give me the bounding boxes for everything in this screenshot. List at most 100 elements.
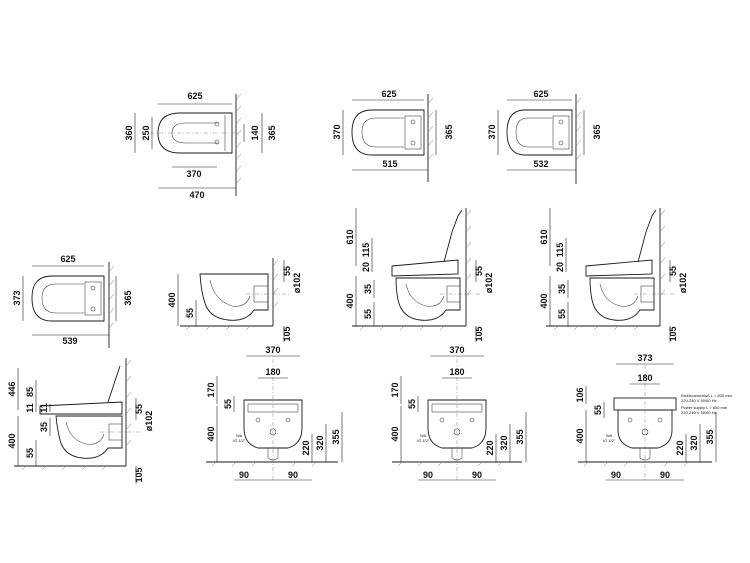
dim-370: 370 (449, 345, 464, 355)
dim-55: 55 (363, 309, 373, 319)
dim-446: 446 (7, 381, 17, 396)
dim-365: 365 (123, 290, 133, 305)
wa-label: WA (420, 433, 427, 438)
dim-90a: 90 (611, 470, 621, 480)
dim-400: 400 (390, 426, 400, 441)
dim-373: 373 (637, 353, 652, 363)
dim-20: 20 (361, 262, 371, 272)
dim-115: 115 (361, 243, 371, 258)
drawing-4-top-view: 625 373 365 539 (12, 254, 133, 348)
drawing-9-front-view: 370 180 170 55 400 WA IG 1/2" 220 320 35… (206, 345, 343, 481)
note-power-en: Power supply L = 800 mm (681, 405, 728, 410)
dim-106: 106 (575, 387, 585, 402)
dim-220: 220 (675, 440, 685, 455)
dim-35: 35 (363, 284, 373, 294)
note-electric-de: Elektroanschluß L = 800 mm (681, 393, 733, 398)
dim-320: 320 (499, 435, 509, 450)
dim-532: 532 (533, 159, 548, 169)
drawing-2-top-view: 625 370 365 515 (332, 89, 454, 182)
dim-55: 55 (407, 399, 417, 409)
wa-label: WA (606, 433, 613, 438)
dim-355: 355 (331, 429, 341, 444)
dim-355: 355 (705, 429, 715, 444)
dim-55b: 55 (134, 404, 144, 414)
dim-400: 400 (345, 293, 355, 308)
dim-55b: 55 (668, 266, 678, 276)
dim-d102: ø102 (292, 273, 302, 294)
dim-11a: 11 (25, 403, 35, 413)
dim-400: 400 (7, 433, 17, 448)
wa-size-label: IG 1/2" (233, 438, 246, 443)
dim-220: 220 (485, 440, 495, 455)
drawing-3-top-view: 625 370 365 532 (487, 89, 602, 184)
drawing-11-front-view: 373 180 106 55 400 WA IG 1/2" Elektroans… (575, 353, 733, 481)
dim-105: 105 (282, 326, 292, 341)
dim-625: 625 (533, 89, 548, 99)
dim-180: 180 (265, 367, 280, 377)
wa-size-label: IG 1/2" (603, 438, 616, 443)
dim-90b: 90 (288, 470, 298, 480)
dim-35: 35 (557, 284, 567, 294)
dim-610: 610 (345, 229, 355, 244)
dim-539: 539 (62, 336, 77, 346)
dim-115: 115 (555, 243, 565, 258)
dim-400: 400 (575, 428, 585, 443)
note-voltage-en: 220-240 V 50/60 Hz (681, 410, 717, 415)
dim-373: 373 (12, 290, 22, 305)
dim-55b: 55 (282, 266, 292, 276)
dim-400: 400 (167, 292, 177, 307)
dim-11b: 11 (39, 403, 49, 413)
dim-90a: 90 (239, 470, 249, 480)
dim-355: 355 (515, 429, 525, 444)
dim-370: 370 (186, 169, 201, 179)
dim-320: 320 (689, 435, 699, 450)
note-voltage-de: 220-240 V 50/60 Hz (681, 398, 717, 403)
dim-55: 55 (593, 405, 603, 415)
drawing-6-side-view: 610 115 20 35 400 55 55 ø102 105 (345, 208, 494, 342)
dim-140: 140 (250, 125, 260, 140)
dim-370: 370 (332, 124, 342, 139)
dim-400: 400 (539, 293, 549, 308)
dim-105: 105 (668, 326, 678, 341)
dim-400: 400 (206, 426, 216, 441)
dim-105: 105 (474, 326, 484, 341)
dim-55: 55 (223, 399, 233, 409)
dim-365: 365 (592, 124, 602, 139)
dim-d102: ø102 (144, 411, 154, 432)
dim-35: 35 (39, 422, 49, 432)
drawing-1-top-view: 625 360 250 140 365 370 470 (124, 91, 277, 200)
drawing-5-side-view: 400 55 55 ø102 105 (167, 258, 302, 342)
dim-20: 20 (555, 262, 565, 272)
dim-55: 55 (557, 309, 567, 319)
dim-370: 370 (265, 345, 280, 355)
dim-250: 250 (141, 125, 151, 140)
dim-85: 85 (25, 387, 35, 397)
dim-105: 105 (134, 467, 144, 482)
dim-90b: 90 (472, 470, 482, 480)
wa-label: WA (236, 433, 243, 438)
dim-625: 625 (381, 89, 396, 99)
dim-470: 470 (189, 190, 204, 200)
dim-55b: 55 (474, 266, 484, 276)
dim-320: 320 (315, 435, 325, 450)
dim-55: 55 (185, 308, 195, 318)
dim-220: 220 (301, 440, 311, 455)
dim-55: 55 (25, 448, 35, 458)
dim-370: 370 (487, 124, 497, 139)
dim-180: 180 (449, 367, 464, 377)
wa-size-label: IG 1/2" (417, 438, 430, 443)
drawing-7-side-view: 610 115 20 35 400 55 55 ø102 105 (539, 208, 688, 342)
dim-365: 365 (444, 124, 454, 139)
dim-90b: 90 (660, 470, 670, 480)
dim-180: 180 (637, 373, 652, 383)
drawing-8-side-view: 446 85 11 11 400 55 35 55 ø102 105 (7, 358, 154, 484)
dim-365: 365 (267, 125, 277, 140)
dim-170: 170 (206, 382, 216, 397)
dim-90a: 90 (423, 470, 433, 480)
dim-515: 515 (382, 159, 397, 169)
dim-d102: ø102 (678, 273, 688, 294)
dim-360: 360 (124, 125, 134, 140)
dim-625: 625 (60, 254, 75, 264)
